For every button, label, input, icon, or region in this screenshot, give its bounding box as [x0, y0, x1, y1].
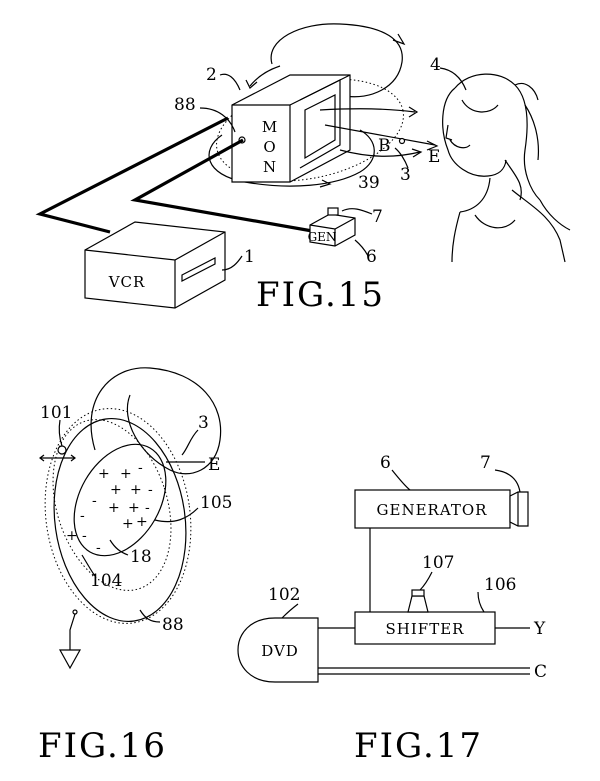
- ref-4: 4: [430, 55, 441, 75]
- ref-102: 102: [268, 585, 300, 605]
- dotted-ellipse-2: [52, 419, 172, 591]
- ref-105: 105: [200, 493, 232, 513]
- ref-106: 106: [484, 575, 516, 595]
- field-loop-left-arrow: [245, 79, 258, 89]
- charge: -: [138, 460, 143, 476]
- charge: -: [80, 508, 85, 524]
- charge: +: [128, 500, 140, 516]
- ray-upper-arrow: [408, 106, 419, 118]
- charge: -: [82, 528, 87, 544]
- ref-2: 2: [206, 65, 217, 85]
- charge: +: [66, 528, 78, 544]
- charge: +: [120, 466, 132, 482]
- head-outline-88: [53, 417, 187, 623]
- ray-beam: [324, 124, 436, 146]
- shifter-knob: [407, 595, 429, 613]
- monitor-label-o: O: [263, 138, 276, 156]
- ref-c: C: [534, 662, 547, 682]
- ray-lower-arrow: [411, 148, 423, 158]
- field-loop-3: [90, 367, 222, 475]
- ref-y: Y: [533, 619, 546, 639]
- generator-box-fig15: GEN: [308, 207, 356, 247]
- monitor: M O N: [231, 74, 351, 183]
- cable-monitor-generator: [130, 138, 319, 234]
- ref-6-fig15: 6: [366, 247, 377, 267]
- ref-3-fig16: 3: [198, 413, 209, 433]
- ref-7-fig17: 7: [480, 453, 491, 473]
- person: [442, 73, 571, 263]
- fig15-caption: FIG.15: [256, 275, 385, 315]
- ground-symbol: [58, 609, 82, 670]
- monitor-label-m: M: [262, 118, 278, 136]
- vcr: VCR: [84, 221, 226, 309]
- generator-label-fig15: GEN: [308, 230, 337, 244]
- generator-output: [509, 491, 529, 527]
- ref-88-fig16: 88: [162, 615, 184, 635]
- ref-18: 18: [130, 547, 152, 567]
- ref-6-fig17: 6: [380, 453, 391, 473]
- shifter-box: [354, 611, 496, 645]
- charge: +: [136, 514, 148, 530]
- ref-39: 39: [358, 173, 380, 193]
- ref-107: 107: [422, 553, 454, 573]
- ray-upper: [319, 108, 416, 113]
- charges: + + - + + - - + + - - + + - + -: [66, 460, 153, 556]
- charge: +: [98, 466, 110, 482]
- ray-lower: [339, 149, 421, 157]
- fig17-caption: FIG.17: [354, 726, 483, 766]
- charge: +: [130, 482, 142, 498]
- ray-beam-arrow: [426, 140, 439, 151]
- ref-3-fig15: 3: [400, 165, 411, 185]
- ref-b: B: [378, 136, 391, 156]
- field-loop-upper-arrow: [392, 33, 406, 46]
- ref-104: 104: [90, 571, 122, 591]
- field-loop-lower-arrow: [319, 179, 332, 188]
- charge: +: [108, 500, 120, 516]
- ref-101: 101: [40, 403, 72, 423]
- monitor-label-n: N: [263, 158, 277, 176]
- generator-box: [354, 489, 511, 529]
- dvd-label: DVD: [261, 642, 299, 660]
- field-loop-upper: [270, 23, 403, 98]
- ref-1: 1: [244, 247, 255, 267]
- fig16-caption: FIG.16: [38, 726, 167, 766]
- dotted-ellipse-1: [44, 408, 192, 624]
- ref-88-fig15: 88: [174, 95, 196, 115]
- point-e-marker: [398, 137, 406, 145]
- field-loop-left: [249, 65, 281, 87]
- dvd-box: [237, 617, 319, 683]
- figure-15: M O N: [35, 23, 571, 315]
- charge: -: [148, 482, 153, 498]
- probe-101: [57, 445, 67, 455]
- shifter-label: SHIFTER: [386, 620, 465, 638]
- figure-17: GENERATOR SHIFTER DVD 6 7 102 107 106 Y …: [237, 453, 547, 766]
- ref-e-fig15: E: [428, 147, 440, 167]
- ref-e-fig16: E: [208, 455, 220, 475]
- charge: -: [145, 500, 150, 516]
- charge: +: [110, 482, 122, 498]
- charge: -: [96, 540, 101, 556]
- charge: +: [122, 516, 134, 532]
- charge: -: [92, 493, 97, 509]
- figure-16: + + - + + - - + + - - + + - + - 101: [38, 367, 232, 766]
- generator-label: GENERATOR: [377, 501, 488, 519]
- vcr-label: VCR: [108, 273, 146, 291]
- field-loop-lower: [208, 129, 375, 187]
- cable-vcr-monitor: [35, 116, 229, 234]
- ref-7-fig15: 7: [372, 207, 383, 227]
- inner-ellipse-105: [73, 443, 167, 557]
